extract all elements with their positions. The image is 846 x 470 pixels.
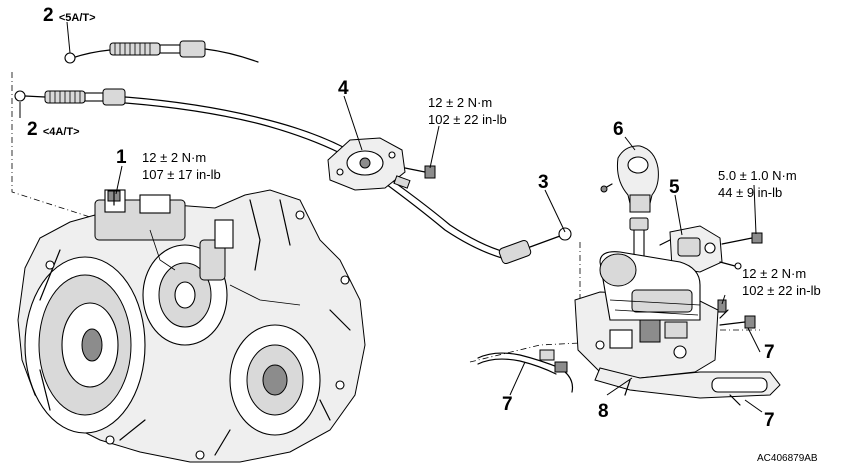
torque-imperial: 102 ± 22 in-lb (428, 112, 507, 127)
torque-spec-t2: 12 ± 2 N·m 102 ± 22 in-lb (428, 94, 507, 128)
torque-spec-t1: 12 ± 2 N·m 107 ± 17 in-lb (142, 149, 221, 183)
figure-code: AC406879AB (757, 453, 818, 464)
callout-7-right: 7 (764, 342, 775, 363)
assembly-guide-lines (11, 72, 760, 363)
callout-7-left: 7 (502, 394, 513, 415)
torque-imperial: 44 ± 9 in-lb (718, 185, 783, 200)
shift-cable-4at (14, 88, 572, 265)
shift-cable-5at (64, 40, 259, 64)
callout-6: 6 (613, 119, 624, 140)
torque-metric: 5.0 ± 1.0 N·m (718, 168, 797, 183)
callout-3: 3 (538, 172, 549, 193)
callout-1: 1 (116, 147, 127, 168)
torque-metric: 12 ± 2 N·m (142, 150, 207, 165)
bracket (594, 367, 781, 406)
torque-spec-t3: 5.0 ± 1.0 N·m 44 ± 9 in-lb (718, 167, 797, 201)
callout-variant: <4A/T> (42, 126, 80, 138)
torque-imperial: 102 ± 22 in-lb (742, 283, 821, 298)
key-interlock-solenoid (659, 225, 763, 273)
torque-metric: 12 ± 2 N·m (428, 95, 493, 110)
callout-number: 2 (43, 5, 54, 26)
shift-knob (600, 145, 659, 213)
callout-2-4at: 2 <4A/T> (27, 120, 80, 139)
torque-spec-t4: 12 ± 2 N·m 102 ± 22 in-lb (742, 265, 821, 299)
torque-metric: 12 ± 2 N·m (742, 266, 807, 281)
callout-8: 8 (598, 401, 609, 422)
callout-variant: <5A/T> (58, 12, 96, 24)
callout-number: 2 (27, 119, 38, 140)
callout-2-5at: 2 <5A/T> (43, 6, 96, 25)
transaxle (17, 189, 366, 463)
wiring-harness (477, 349, 574, 393)
selector-lever-assembly (574, 217, 756, 379)
cable-bracket (327, 137, 436, 191)
callout-7-bottom: 7 (764, 410, 775, 431)
leader-lines (19, 21, 763, 413)
callout-5: 5 (669, 177, 680, 198)
torque-imperial: 107 ± 17 in-lb (142, 167, 221, 182)
callout-4: 4 (338, 78, 349, 99)
